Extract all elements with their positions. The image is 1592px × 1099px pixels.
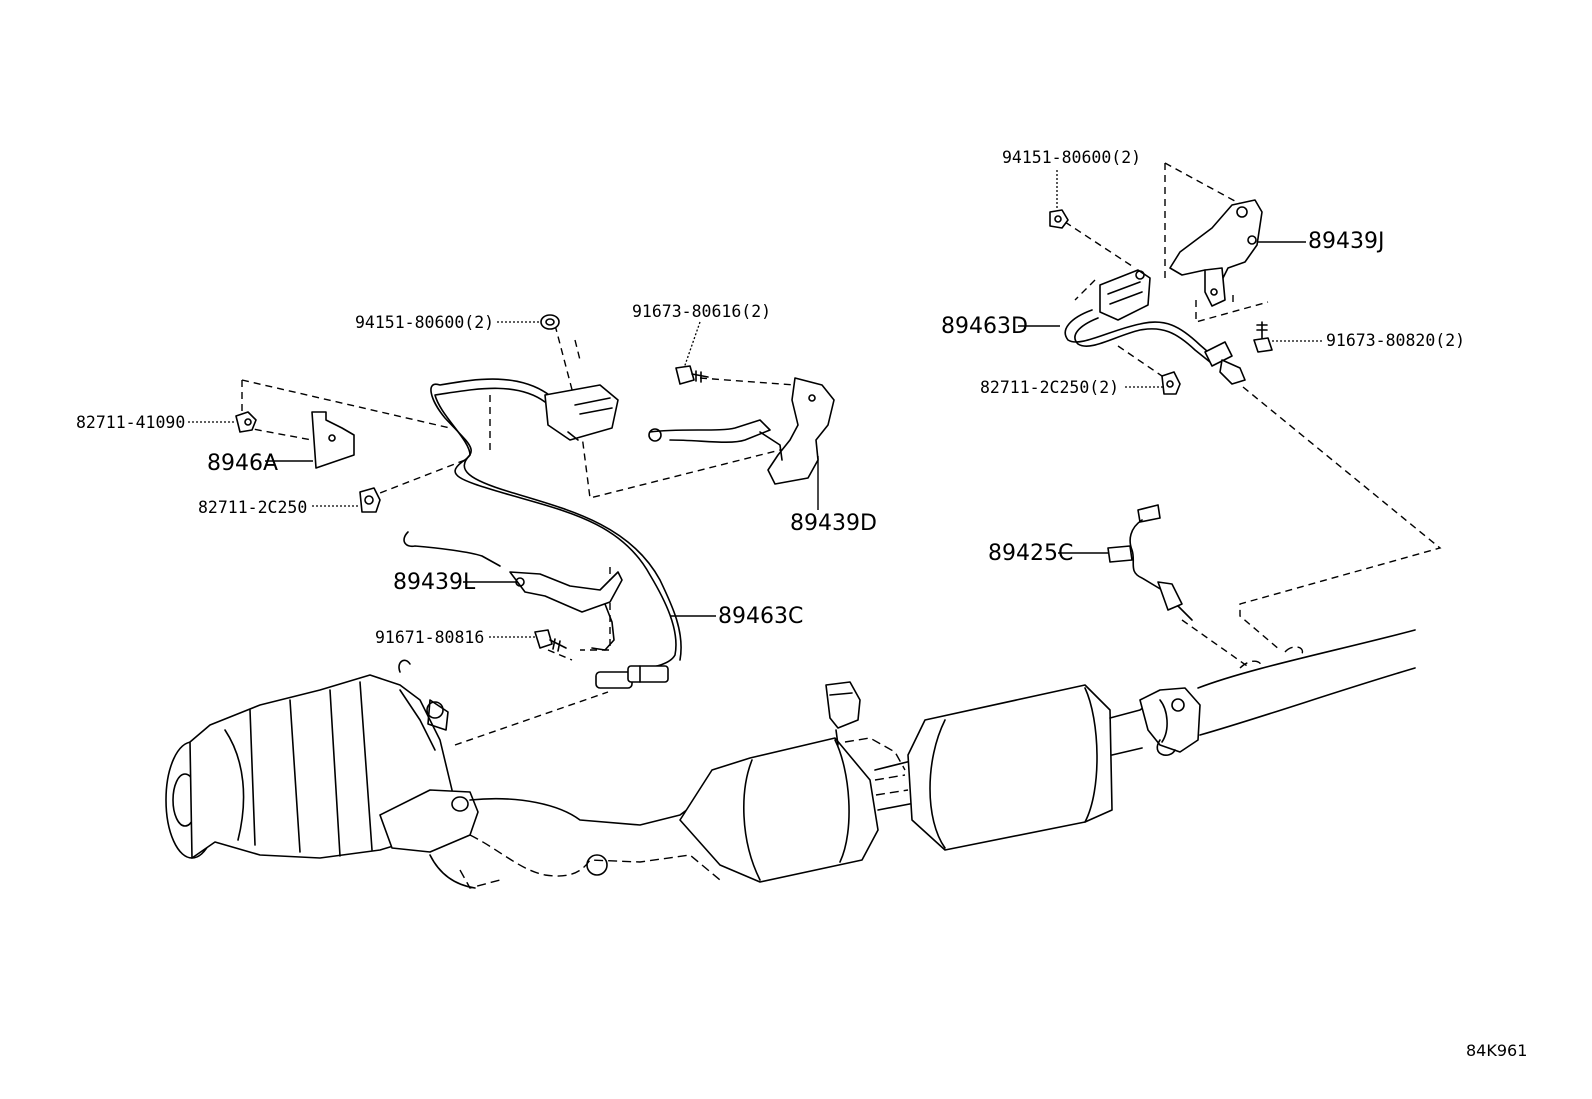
bolt-icon (534, 629, 567, 652)
connector-box-89463C (544, 384, 619, 441)
part-label-82711-41090[interactable]: 82711-41090 (76, 413, 185, 432)
bracket-8946A-icon (311, 411, 355, 469)
clamp-icon (359, 487, 381, 513)
connector-box-89463D (1099, 269, 1151, 321)
assembly-dashed-lines (241, 162, 1442, 746)
hanger-bracket-icon (825, 681, 861, 746)
part-label-91671-80816[interactable]: 91671-80816 (375, 628, 484, 647)
part-label-91673-80820[interactable]: 91673-80820(2) (1326, 331, 1465, 350)
sensor-wire-89463D (1064, 309, 1216, 359)
bracket-89439J-icon (1169, 199, 1263, 307)
part-label-89463C[interactable]: 89463C (718, 604, 803, 629)
oxygen-sensor-probe-icon (1204, 341, 1246, 385)
sensor-wire-89463C (430, 378, 677, 673)
nut-icon (1049, 209, 1069, 229)
bracket-89439D-icon (648, 377, 835, 485)
bolt-icon (1253, 321, 1273, 353)
part-label-91673-80616[interactable]: 91673-80616(2) (632, 302, 771, 321)
clip-icon (235, 411, 257, 433)
exhaust-system (165, 629, 1416, 889)
part-label-89439J[interactable]: 89439J (1308, 229, 1384, 254)
part-label-94151-80600-right[interactable]: 94151-80600(2) (1002, 148, 1141, 167)
part-label-8946A[interactable]: 8946A (207, 451, 278, 476)
right-sensor-group (1049, 199, 1273, 621)
center-muffler-icon (907, 684, 1113, 851)
nut-icon (540, 314, 560, 330)
part-label-94151-80600-left[interactable]: 94151-80600(2) (355, 313, 494, 332)
reference-code: 84K961 (1466, 1041, 1527, 1060)
clamp-icon (1161, 371, 1181, 395)
rear-catalytic-converter-icon (679, 737, 906, 883)
part-label-82711-2C250-2[interactable]: 82711-2C250(2) (980, 378, 1119, 397)
temperature-sensor-89425C-icon (1107, 504, 1193, 621)
leader-lines (188, 170, 1322, 638)
tailpipe-icon (1109, 629, 1416, 756)
left-sensor-group (235, 314, 835, 689)
part-label-89463D[interactable]: 89463D (941, 314, 1028, 339)
oxygen-sensor-probe-icon (595, 665, 669, 689)
bracket-89439L-icon (403, 531, 623, 651)
part-label-82711-2C250[interactable]: 82711-2C250 (198, 498, 307, 517)
front-pipe-icon (379, 789, 721, 889)
part-label-89439L[interactable]: 89439L (393, 570, 476, 595)
bolt-icon (675, 365, 709, 385)
part-label-89439D[interactable]: 89439D (790, 511, 877, 536)
